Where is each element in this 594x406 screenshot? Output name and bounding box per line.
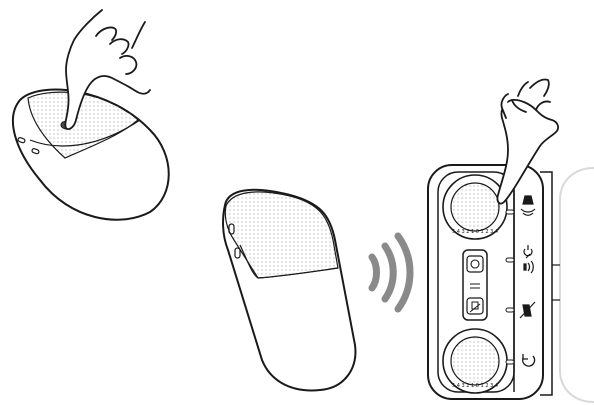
led-4 (506, 360, 514, 364)
top-dial-scale: 5 4 3 2 1 0 1 2 3 4 (452, 229, 498, 235)
bottom-dial-scale: 5 4 3 2 1 0 1 2 3 4 (452, 383, 498, 389)
led-3 (506, 308, 514, 312)
background-screen-edge (560, 168, 594, 402)
wireless-signal-icon (372, 236, 410, 309)
left-device (13, 90, 169, 220)
power-button[interactable] (467, 256, 483, 272)
top-volume-dial[interactable]: 5 4 3 2 1 0 1 2 3 4 (443, 175, 507, 239)
bottom-volume-dial[interactable]: 5 4 3 2 1 0 1 2 3 4 (443, 329, 507, 393)
mute-button[interactable] (467, 298, 483, 314)
control-panel: 5 4 3 2 1 0 1 2 3 4 5 4 3 2 1 0 1 2 3 4 (428, 165, 594, 402)
middle-buttons (463, 250, 487, 320)
led-2 (506, 258, 514, 262)
led-1 (506, 210, 514, 214)
center-device (223, 190, 355, 391)
